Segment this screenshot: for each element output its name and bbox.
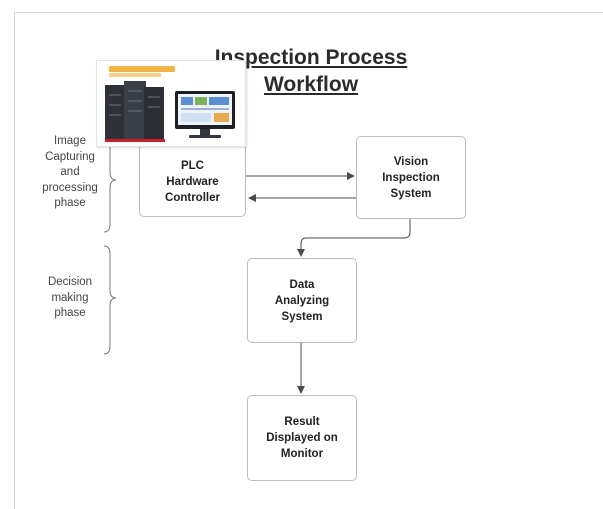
canvas-frame: [14, 12, 603, 509]
label-decision-phase: Decision making phase: [47, 276, 93, 319]
edge-vision-to-analyzing: [297, 218, 411, 257]
node-vision-inspection-system: Vision Inspection System: [356, 136, 466, 219]
node-plc-hardware-controller: PLC Hardware Controller: [139, 136, 246, 217]
brace-decision-phase: [103, 245, 117, 355]
node-data-analyzing-system: Data Analyzing System: [247, 258, 357, 343]
server-rack-icon: [105, 81, 165, 142]
node-result-displayed-on-monitor: Result Displayed on Monitor: [247, 395, 357, 481]
diagram-title: Inspection Process Workflow: [214, 46, 408, 96]
hardware-illustration: [105, 66, 235, 142]
label-capture-phase: Image Capturing and processing phase: [42, 135, 98, 209]
hardware-photo: [96, 60, 246, 147]
computer-monitor-icon: [175, 91, 235, 138]
